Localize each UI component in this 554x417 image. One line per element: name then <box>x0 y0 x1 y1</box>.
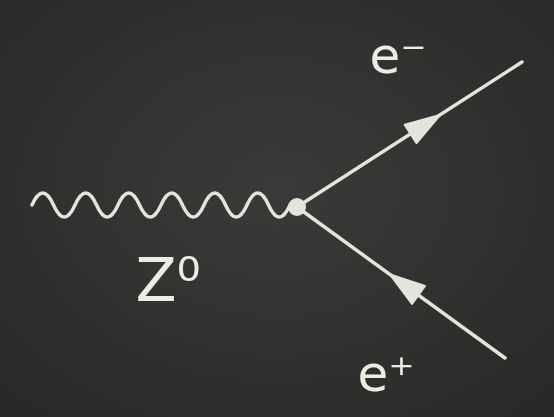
particle-label: e⁺ <box>357 349 414 399</box>
positron-line <box>297 207 505 358</box>
electron-arrowhead <box>405 115 440 143</box>
electron-line <box>297 62 522 207</box>
boson-wavy-line <box>32 193 290 217</box>
vertex-dot <box>288 198 306 216</box>
particle-label: Z⁰ <box>135 250 200 310</box>
positron-arrowhead <box>390 275 425 305</box>
particle-label: e⁻ <box>369 31 426 81</box>
